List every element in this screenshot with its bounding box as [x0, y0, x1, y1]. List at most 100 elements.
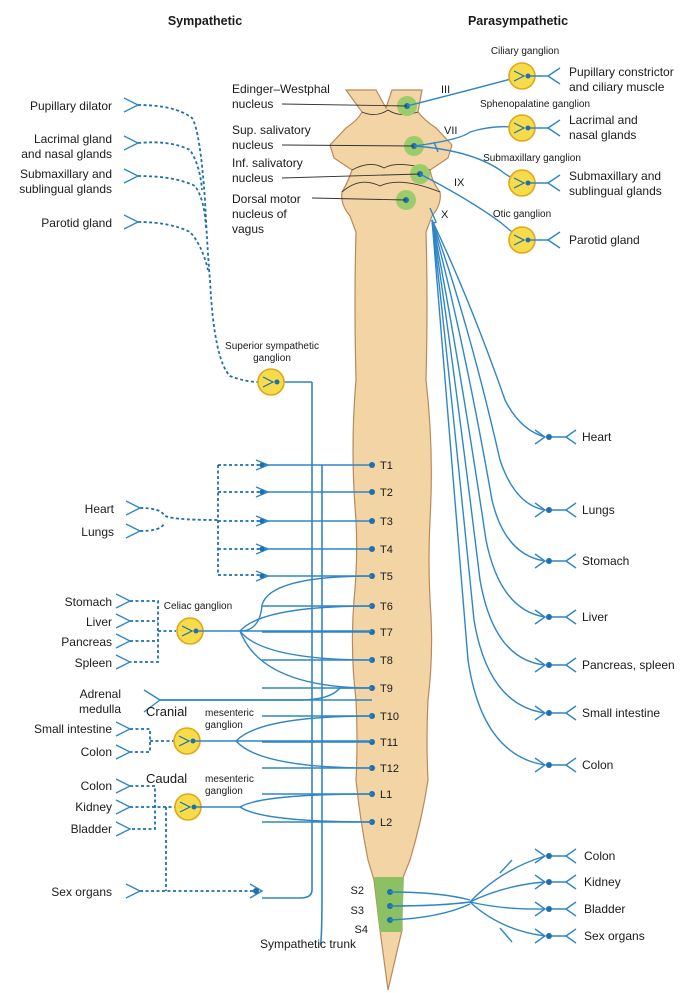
postganglionic-dot [546, 662, 552, 668]
symp-lungs-label: Lungs [81, 525, 114, 539]
segment-dot [369, 518, 375, 524]
celiac-ganglion-group [115, 575, 373, 689]
synapse-fork [534, 502, 547, 518]
segment-label: L1 [380, 789, 392, 801]
vagal-target-endings [534, 429, 577, 773]
adrenal-label-2: medulla [79, 702, 121, 716]
chain-ganglion-dot [259, 573, 265, 579]
segment-label: T11 [380, 737, 398, 749]
cranial-nerve-x: X [441, 209, 449, 221]
pointer-line [311, 197, 407, 201]
synapse-fork [534, 928, 547, 944]
dorsal-motor-label-3: vagus [232, 222, 264, 236]
sacral-target-label: Kidney [584, 875, 621, 889]
segment-dot [369, 546, 375, 552]
segment-label: T5 [380, 571, 393, 583]
lacrimal-label-2: and nasal glands [21, 147, 112, 161]
ciliary-target-1: Pupillary constrictor [569, 65, 674, 79]
inf-salivatory-label-1: Inf. salivatory [232, 156, 303, 170]
postganglionic-dot [546, 434, 552, 440]
segment-label: T7 [380, 627, 393, 639]
chain-ganglion-synapse [255, 459, 270, 471]
postganglionic-dot [546, 507, 552, 513]
sphenopalatine-ganglion [508, 114, 561, 142]
effector-fork [552, 874, 577, 890]
segment-label: T1 [380, 460, 393, 472]
sympathetic-head-fibers [123, 97, 259, 383]
caudal-mesenteric-label-1: mesenteric [205, 774, 254, 785]
edinger-label-1: Edinger–Westphal [232, 82, 330, 96]
effector-fork [552, 757, 577, 773]
inf-salivatory-label-2: nucleus [232, 171, 273, 185]
synapse-fork [534, 848, 547, 864]
segment-label: T2 [380, 487, 393, 499]
segment-label: L2 [380, 817, 392, 829]
vagal-target-label: Lungs [582, 503, 615, 517]
submaxillary-ganglion-label: Submaxillary ganglion [483, 153, 581, 164]
segment-dot [369, 739, 375, 745]
submaxillary-symp-label-1: Submaxillary and [20, 167, 112, 181]
sacral-target-label: Sex organs [584, 929, 645, 943]
segment-label: T4 [380, 544, 393, 556]
cranial-mesenteric-label-1: mesenteric [205, 708, 254, 719]
sacral-s4: S4 [355, 924, 368, 936]
chain-ganglion-synapse [255, 486, 270, 498]
superior-sympathetic-ganglion [257, 368, 285, 396]
synapse-fork [534, 609, 547, 625]
caudal-overlay-label: Caudal [146, 771, 187, 786]
segment-dot [369, 629, 375, 635]
cranial-overlay-label: Cranial [146, 704, 187, 719]
brainstem-contour [351, 164, 431, 171]
effector-fork [552, 553, 577, 569]
caudal-mesenteric-ganglion-group [115, 778, 373, 837]
effector-fork [552, 928, 577, 944]
submaxillary-symp-label-2: sublingual glands [19, 182, 112, 196]
celiac-target-liver: Liver [86, 615, 112, 629]
effector-fork [552, 609, 577, 625]
segment-label: T10 [380, 711, 399, 723]
postganglionic-dot [546, 558, 552, 564]
sympathetic-header: Sympathetic [168, 14, 242, 28]
dorsal-motor-label-2: nucleus of [232, 207, 287, 221]
pointer-line [281, 173, 421, 179]
submaxillary-target-2: sublingual glands [569, 184, 662, 198]
symp-sex-organs-label: Sex organs [51, 885, 112, 899]
superior-ganglion-label-2: ganglion [253, 353, 291, 364]
segment-label: T12 [380, 763, 399, 775]
celiac-target-stomach: Stomach [65, 595, 112, 609]
caudal-target-bladder: Bladder [71, 822, 112, 836]
vagus-nerve-fibers [431, 219, 546, 766]
caudal-mesenteric-label-2: ganglion [205, 786, 243, 797]
vagal-target-label: Liver [582, 610, 608, 624]
sup-salivatory-label-2: nucleus [232, 138, 273, 152]
postganglionic-dot [546, 906, 552, 912]
sacral-target-label: Colon [584, 849, 615, 863]
sacral-s2: S2 [351, 885, 364, 897]
adrenal-medulla-fibers [143, 687, 372, 713]
ciliary-ganglion [508, 62, 561, 90]
postganglionic-dot [546, 762, 552, 768]
pointer-line [281, 144, 415, 147]
synapse-fork [534, 901, 547, 917]
cranial-nerve-ix: IX [454, 177, 465, 189]
sympathetic-trunk-label: Sympathetic trunk [260, 937, 357, 951]
cranial-target-small-intestine: Small intestine [34, 722, 112, 736]
otic-ganglion [508, 226, 561, 254]
sacral-s3: S3 [351, 905, 364, 917]
caudal-target-kidney: Kidney [75, 800, 112, 814]
brainstem-contour [341, 181, 441, 193]
chain-ganglion-dot [259, 518, 265, 524]
synapse-fork [534, 705, 547, 721]
chain-ganglion-dot [259, 489, 265, 495]
synapse-fork [534, 553, 547, 569]
segment-dot [369, 462, 375, 468]
pointer-line [281, 103, 408, 107]
chain-ganglion-synapse [255, 570, 270, 582]
vagal-target-label: Heart [582, 430, 612, 444]
effector-fork [552, 901, 577, 917]
sacral-parasympathetic-nerves [387, 855, 546, 943]
submaxillary-target-1: Submaxillary and [569, 169, 661, 183]
cranial-nerve-vii: VII [444, 125, 457, 137]
